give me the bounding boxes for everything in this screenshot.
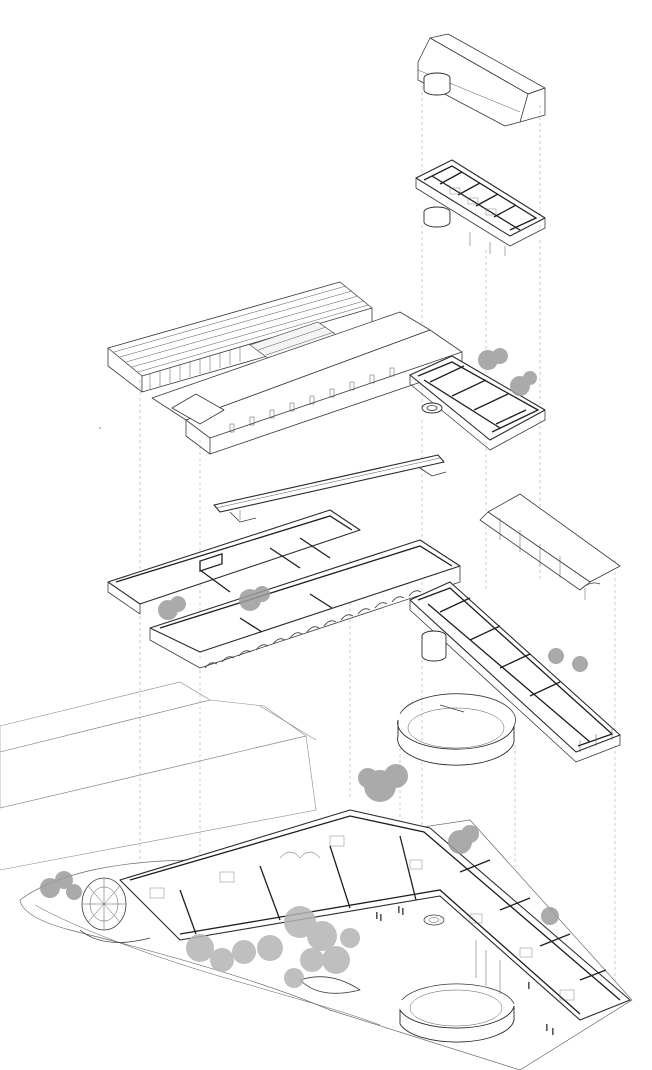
layer-canopy-roof (479, 493, 621, 600)
context-buildings (0, 681, 317, 871)
ground-trees (40, 764, 559, 925)
layer-bridge (213, 454, 447, 523)
shed-roof-north (107, 281, 373, 393)
pergola (279, 851, 321, 859)
layer-main-roofs (107, 281, 546, 455)
layer-rotunda-ring (397, 693, 516, 766)
people-figures (376, 906, 554, 1035)
ground-rotunda (399, 1005, 515, 1043)
tree-cluster-first-floor (158, 586, 588, 672)
central-tree-grove (186, 906, 360, 988)
east-wing-upper-plan (409, 355, 546, 451)
layer-east-upper-floor (415, 159, 546, 256)
wheel-sculpture (79, 877, 151, 943)
layer-east-roof (417, 33, 546, 127)
layer-first-floor (107, 509, 621, 763)
layer-ground-floor (0, 681, 633, 1070)
tree-cluster-roof (478, 348, 537, 396)
stray-dot (99, 427, 101, 429)
